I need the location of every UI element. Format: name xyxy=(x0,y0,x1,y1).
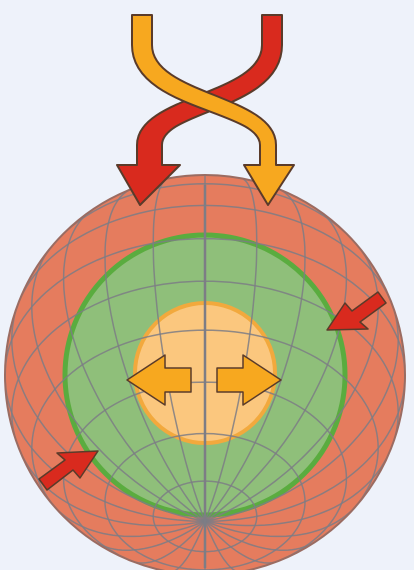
sphere-diagram xyxy=(0,0,414,570)
